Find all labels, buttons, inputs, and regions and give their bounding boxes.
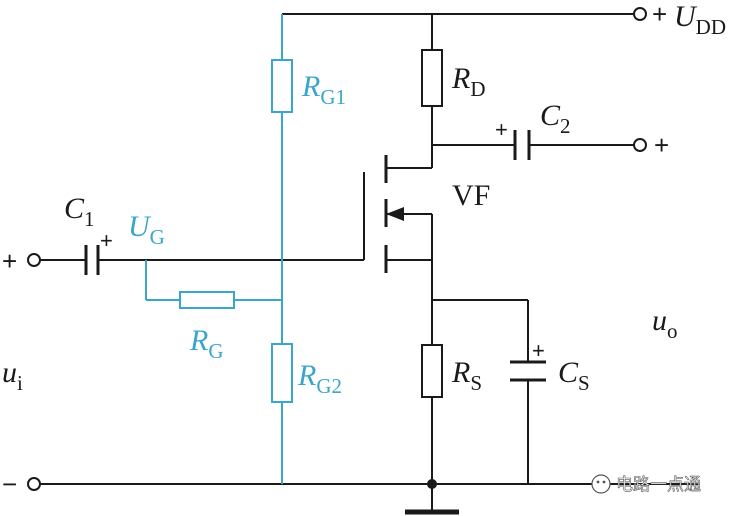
c1-plus-sign: + [100,228,113,253]
vdd-label: UDD [674,0,726,39]
substrate-arrow [386,207,404,221]
ground-terminal [27,477,41,491]
capacitor-c1 [84,245,100,275]
output-plus-sign: + [654,130,669,160]
output-terminal [633,138,647,152]
cs-plus-sign: + [532,338,545,363]
watermark: 电路一点通 [591,474,701,495]
resistor-rd [421,49,443,107]
ground-junction-dot [427,479,437,489]
c2-plus-sign: + [495,117,508,142]
input-terminal [27,253,41,267]
vf-label: VF [452,179,490,212]
vdd-terminal [633,7,647,21]
input-plus-sign: + [2,246,17,276]
uo-label: uo [652,304,678,343]
rd-label: RD [451,62,486,101]
cs-label: CS [558,356,590,395]
input-minus-sign: − [2,469,17,499]
mosfet-vf [384,155,432,273]
ui-label: ui [2,356,23,395]
capacitor-cs [510,360,546,382]
rg2-label: RG2 [297,359,342,398]
vdd-plus-sign: + [652,0,667,29]
resistor-rs [421,344,443,398]
wechat-icon [591,474,611,494]
rg-label: RG [189,324,224,363]
c2-label: C2 [540,99,571,138]
watermark-text: 电路一点通 [616,475,701,495]
resistor-rg1 [271,59,293,113]
rg1-label: RG1 [301,70,346,109]
rs-label: RS [451,356,482,395]
c1-label: C1 [64,192,95,231]
resistor-rg [179,291,235,309]
bias-network [145,14,293,484]
resistor-rg2 [271,343,293,403]
wires [40,13,700,515]
ug-label: UG [128,210,165,249]
capacitor-c2 [513,130,531,160]
